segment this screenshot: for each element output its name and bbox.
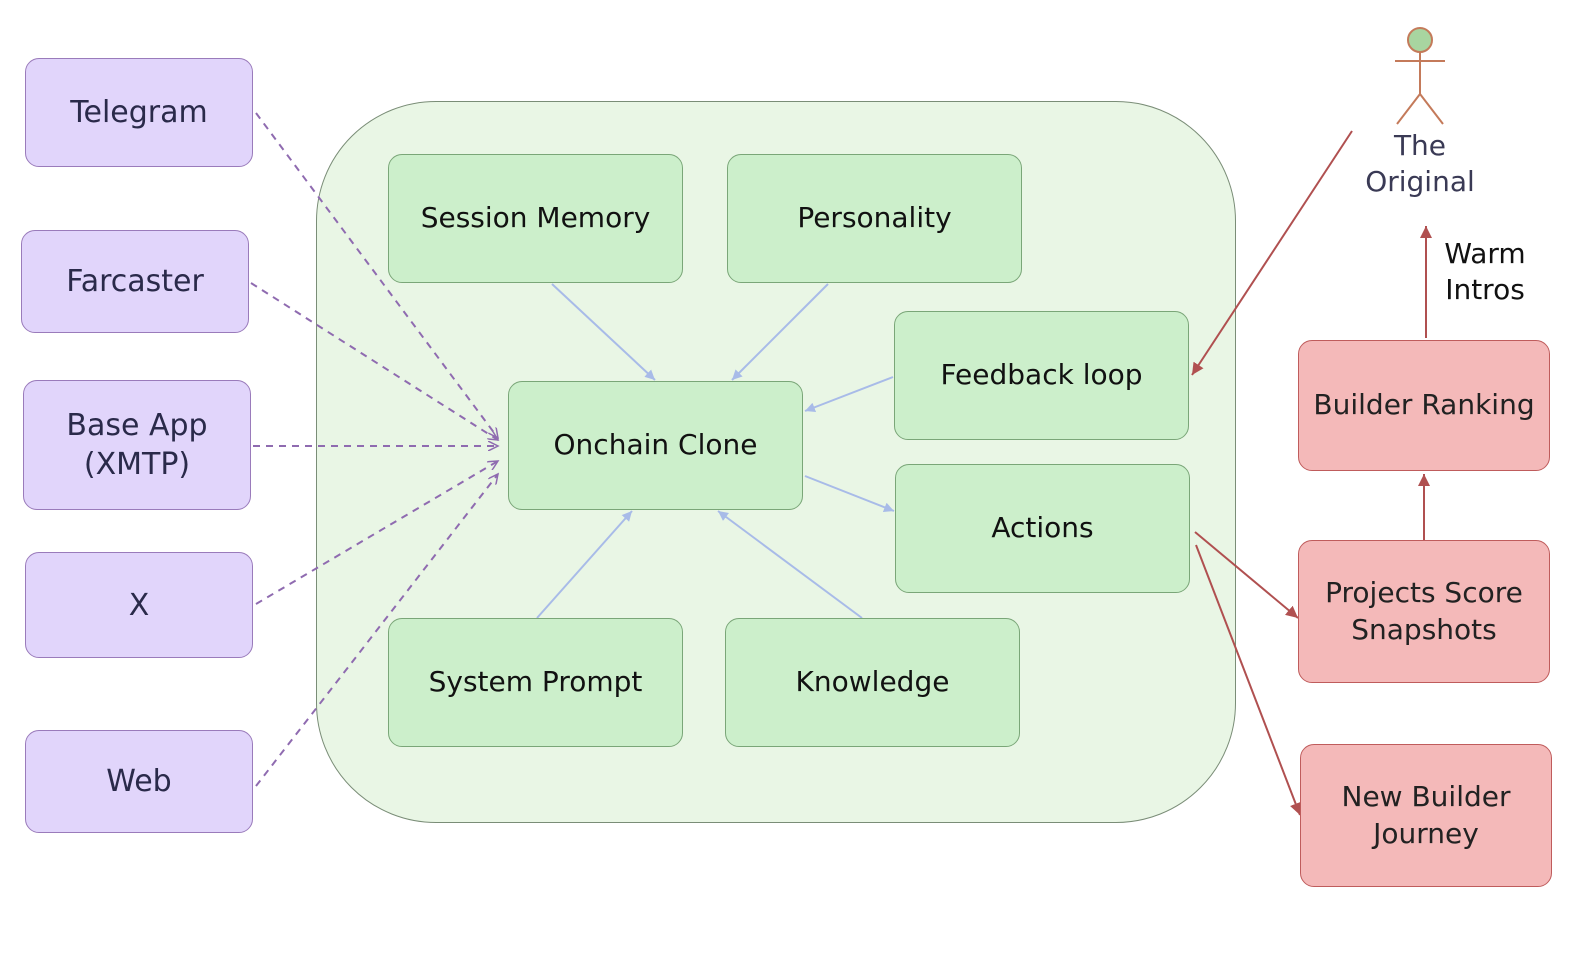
actions-label: Actions [991,511,1094,545]
edge-actions-to-snapshots [1194,531,1299,619]
edge-session-memory-to-clone [551,283,656,381]
edge-telegram-to-clone [255,112,498,438]
component-system-prompt: System Prompt [388,618,683,747]
edge-clone-to-actions [804,475,895,512]
personality-label: Personality [797,201,952,235]
channel-farcaster-label: Farcaster [66,264,204,299]
channel-x-label: X [128,587,150,623]
edge-web-to-clone [255,474,498,787]
component-feedback-loop: Feedback loop [894,311,1189,440]
channel-web-label: Web [106,764,172,799]
edge-farcaster-to-clone [250,282,498,440]
edge-actions-to-new-builder [1195,544,1302,816]
session-memory-label: Session Memory [420,201,651,235]
component-actions: Actions [895,464,1190,593]
edge-personality-to-clone [731,283,829,381]
channel-web: Web [25,730,253,833]
actor-label: The Original [1365,129,1475,199]
warm-intros-label: Warm Intros [1444,237,1526,307]
channel-x: X [25,552,253,658]
feedback-loop-label: Feedback loop [940,358,1143,392]
external-new-builder-journey: New Builder Journey [1300,744,1552,887]
system-prompt-label: System Prompt [428,665,643,699]
edge-x-to-clone [255,460,498,605]
channel-base-app: Base App (XMTP) [23,380,251,510]
channel-farcaster: Farcaster [21,230,249,333]
channel-telegram-label: Telegram [70,95,208,130]
component-knowledge: Knowledge [725,618,1020,747]
component-personality: Personality [727,154,1022,283]
edge-feedback-to-clone [804,376,894,413]
channel-base-app-label: Base App (XMTP) [66,408,208,482]
edge-system-prompt-to-clone [536,510,633,619]
external-builder-ranking: Builder Ranking [1298,340,1550,471]
builder-ranking-label: Builder Ranking [1313,388,1535,422]
external-projects-score-snapshots: Projects Score Snapshots [1298,540,1550,683]
new-builder-journey-label: New Builder Journey [1341,780,1511,850]
edge-knowledge-to-clone [717,510,863,619]
onchain-clone-label: Onchain Clone [553,428,758,462]
projects-score-snapshots-label: Projects Score Snapshots [1325,576,1523,646]
component-session-memory: Session Memory [388,154,683,283]
edge-original-to-feedback [1191,130,1353,376]
knowledge-label: Knowledge [795,665,950,699]
channel-telegram: Telegram [25,58,253,167]
actor-stick-figure [1395,27,1445,125]
component-onchain-clone: Onchain Clone [508,381,803,510]
